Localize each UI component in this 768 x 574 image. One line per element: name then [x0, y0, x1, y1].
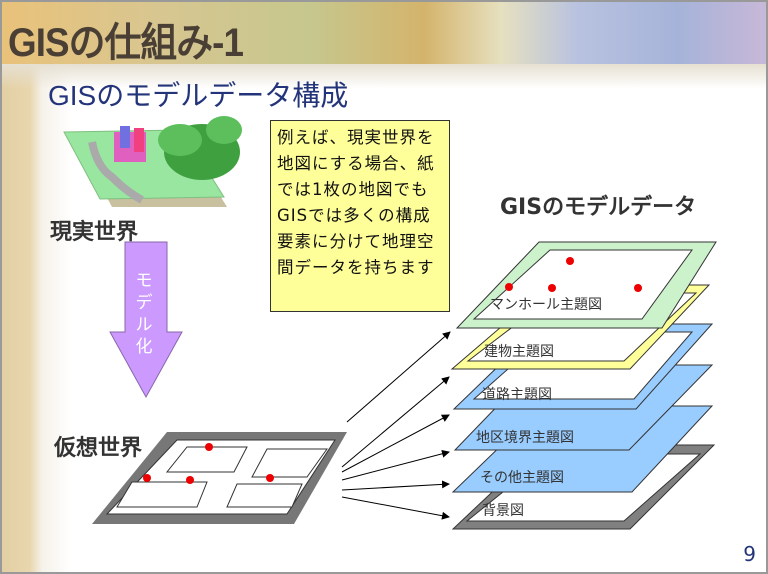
- svg-text:道路主題図: 道路主題図: [482, 387, 552, 403]
- modeling-arrow-label: モデル化: [135, 271, 153, 357]
- layer-manhole: マンホール主題図: [455, 241, 717, 329]
- slide-title: GISの仕組み-1: [8, 21, 244, 65]
- virtual-world-map: [92, 432, 347, 524]
- svg-text:地区境界主題図: 地区境界主題図: [476, 430, 574, 446]
- modeling-arrow: [109, 241, 183, 399]
- model-data-title: GISのモデルデータ: [500, 195, 697, 220]
- svg-text:マンホール主題図: マンホール主題図: [490, 297, 602, 313]
- real-world-illustration: [63, 116, 242, 207]
- virtual-world-label: 仮想世界: [54, 436, 143, 461]
- title-banner: [2, 2, 766, 89]
- connector-arrows: [341, 331, 451, 520]
- slide-subtitle: GISのモデルデータ構成: [48, 80, 349, 111]
- page-number: 9: [743, 542, 756, 566]
- svg-text:その他主題図: その他主題図: [480, 470, 564, 486]
- real-world-label: 現実世界: [50, 220, 139, 245]
- callout-box: 例えば、現実世界を地図にする場合、紙では1枚の地図でもGISでは多くの構成要素に…: [270, 120, 450, 312]
- svg-text:背景図: 背景図: [482, 503, 524, 519]
- svg-text:建物主題図: 建物主題図: [484, 344, 554, 360]
